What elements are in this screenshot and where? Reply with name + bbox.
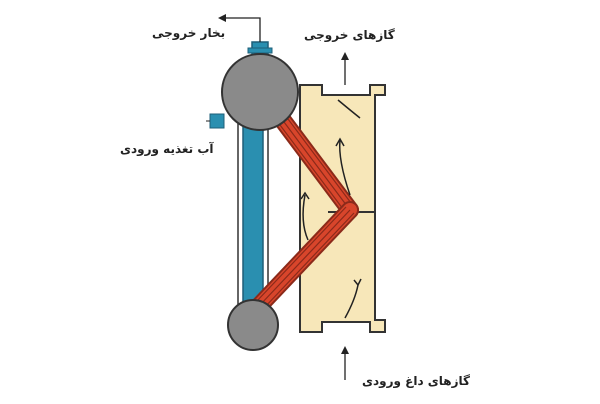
steam-outlet-flange — [247, 47, 273, 54]
tube-bundle-upper — [266, 101, 359, 219]
feed-water-label: آب تغذیه ورودی — [120, 142, 214, 156]
hot-gases-in-label: گازهای داغ ورودی — [362, 374, 471, 388]
mud-drum — [227, 299, 279, 351]
feed-water-inlet — [209, 113, 225, 129]
steam-drum — [221, 53, 299, 131]
downcomer-blue — [242, 109, 264, 316]
gases-out-label: گازهای خروجی — [304, 28, 395, 42]
tube-bundle-lower — [251, 201, 359, 314]
steam-out-label: بخار خروجی — [152, 26, 226, 40]
hot-gases-in-arrow — [341, 346, 349, 380]
gases-out-arrow — [341, 52, 349, 85]
gas-flow-arrows — [300, 99, 362, 319]
steam-out-arrow — [218, 14, 261, 42]
